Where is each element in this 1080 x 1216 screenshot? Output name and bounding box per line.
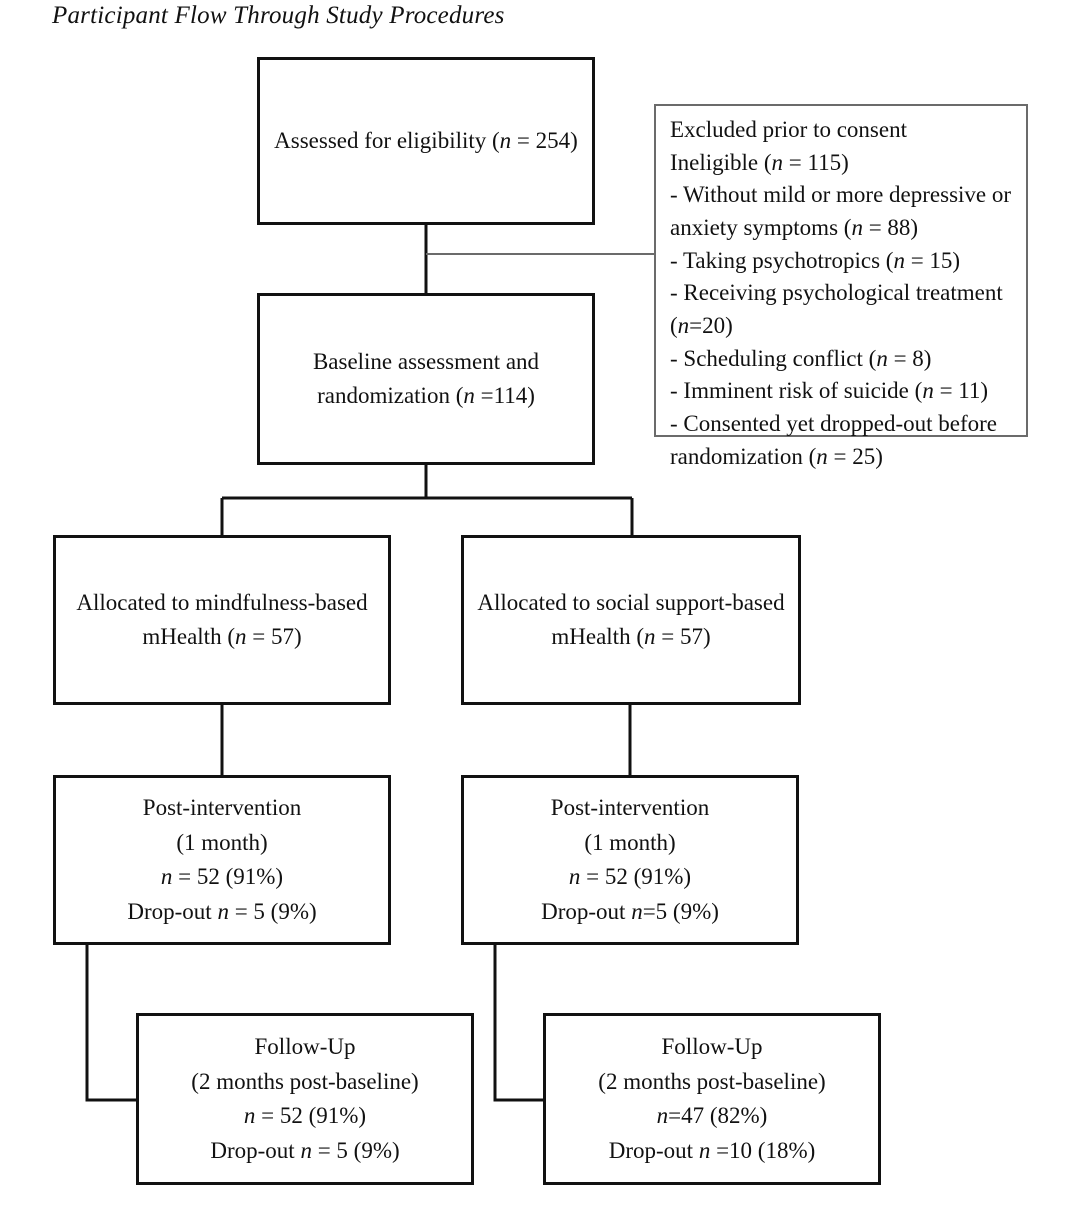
node-line: Drop-out n =10 (18%) [608,1137,816,1163]
node-line: randomization (n = 25) [670,443,883,469]
node-line: - Scheduling conflict (n = 8) [670,345,932,371]
figure-title: Participant Flow Through Study Procedure… [52,2,505,29]
edge-post-left-to-follow-left [85,945,136,1102]
node-line: (1 month) [176,829,268,855]
node-line: Allocated to mindfulness-based [76,589,368,615]
node-line: - Receiving psychological treatment [670,280,1003,306]
node-line: - Taking psychotropics (n = 15) [670,247,961,273]
node-allocated-mindfulness: Allocated to mindfulness-based mHealth (… [53,535,391,705]
node-line: Baseline assessment and [312,348,540,374]
node-line: Post-intervention [550,795,710,820]
node-line: - Without mild or more depressive or [670,182,1012,208]
node-line: Excluded prior to consent [670,117,907,142]
node-line: Ineligible (n = 115) [670,149,849,175]
node-followup-mindfulness: Follow-Up (2 months post-baseline) n = 5… [136,1013,474,1185]
node-line: mHealth (n = 57) [551,624,711,649]
node-line: (1 month) [584,829,676,855]
node-line: Allocated to social support-based [477,589,785,615]
node-line: Drop-out n = 5 (9%) [127,898,317,924]
node-line: (2 months post-baseline) [598,1068,826,1094]
node-line: Post-intervention [142,795,302,820]
node-excluded-prior-to-consent: Excluded prior to consent Ineligible (n … [654,104,1028,469]
edge-post-right-to-follow-right [493,945,543,1102]
node-line: anxiety symptoms (n = 88) [670,214,919,240]
node-line: - Consented yet dropped-out before [670,410,998,436]
node-line: Assessed for eligibility (n = 254) [274,127,578,153]
node-line: n=47 (82%) [656,1103,768,1128]
node-line: Follow-Up [254,1034,356,1059]
node-line: (2 months post-baseline) [191,1068,419,1094]
node-followup-social-support: Follow-Up (2 months post-baseline) n=47 … [543,1013,881,1185]
node-line: - Imminent risk of suicide (n = 11) [670,378,989,404]
node-line: n = 52 (91%) [568,864,692,889]
node-allocated-social-support: Allocated to social support-based mHealt… [461,535,801,705]
node-line: n = 52 (91%) [160,864,284,889]
node-line: randomization (n =114) [317,383,535,408]
node-line: (n=20) [670,312,733,338]
node-post-intervention-social-support: Post-intervention (1 month) n = 52 (91%)… [461,775,799,945]
node-line: mHealth (n = 57) [142,624,302,649]
node-baseline-assessment-randomization: Baseline assessment and randomization (n… [257,293,595,465]
node-post-intervention-mindfulness: Post-intervention (1 month) n = 52 (91%)… [53,775,391,945]
node-line: Follow-Up [661,1034,763,1059]
node-line: Drop-out n=5 (9%) [541,898,719,924]
node-line: Drop-out n = 5 (9%) [210,1137,400,1163]
node-assessed-for-eligibility: Assessed for eligibility (n = 254) [257,57,595,225]
node-line: n = 52 (91%) [243,1103,367,1128]
